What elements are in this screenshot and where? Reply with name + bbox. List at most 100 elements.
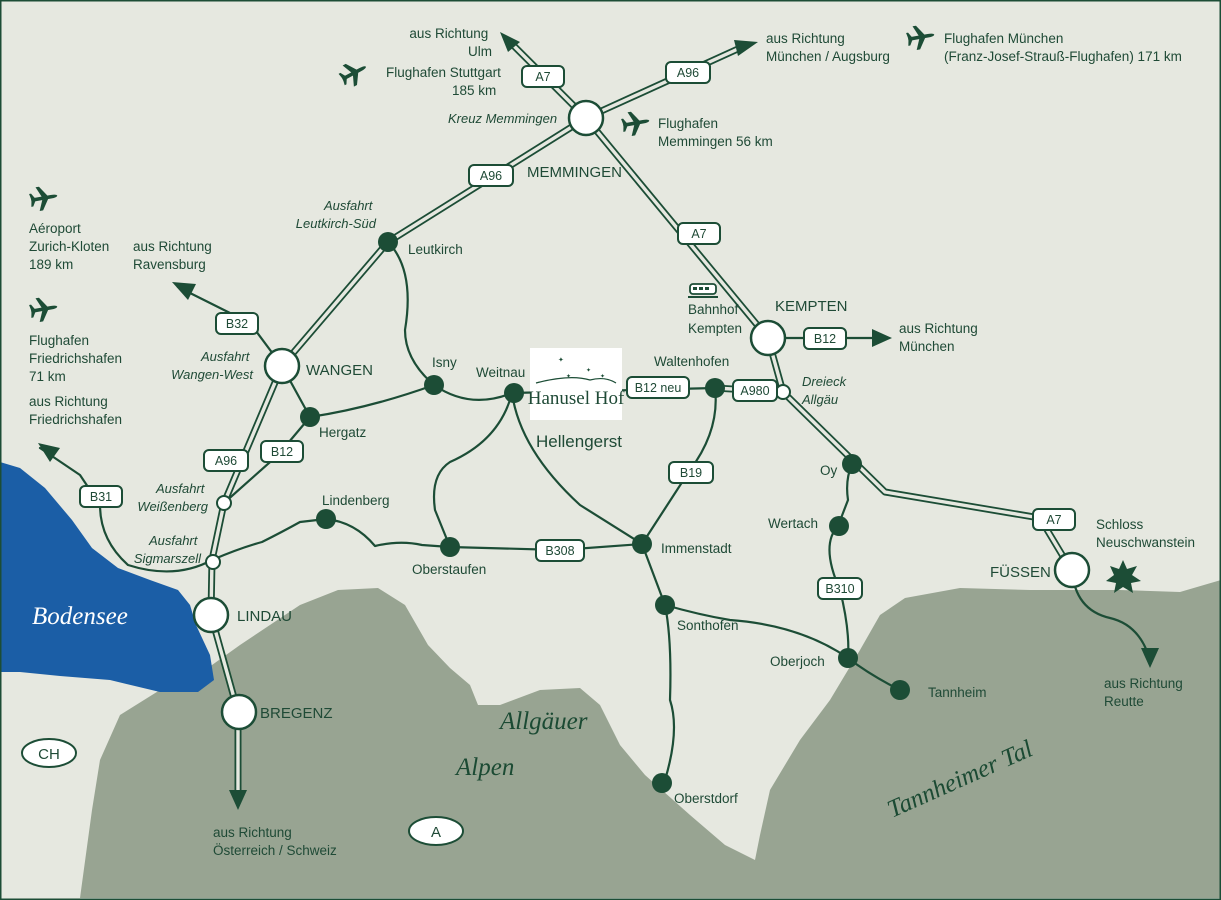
city-label-kempten: KEMPTEN [775,298,848,315]
road-b310 [828,462,854,660]
svg-text:A96: A96 [677,66,699,80]
interchange-markers [192,99,1091,731]
star-icon [1106,560,1141,593]
road-shield-b308: B308 [535,539,585,562]
town-label-sonthofen: Sonthofen [677,618,739,633]
airport-label-muenchen: Flughafen München (Franz-Josef-Strauß-Fl… [944,31,1182,64]
direction-label-ulm: aus Richtung Ulm [409,26,492,59]
town-label-tannheim: Tannheim [928,685,987,700]
alps-mountain-area [80,580,1221,898]
junction-label-leutkirch-sued: Ausfahrt Leutkirch-Süd [296,198,377,231]
hotel-name: Hanusel Hof [528,388,625,409]
road-shield-b12-hergatz: B12 [260,440,304,463]
road-leutkirch-isny [386,240,436,387]
town-label-waltenhofen: Waltenhofen [654,354,729,369]
road-shield-a96-east: A96 [665,61,711,84]
direction-label-reutte: aus Richtung Reutte [1104,676,1187,709]
road-shield-b19: B19 [668,461,714,484]
airport-label-memmingen: Flughafen Memmingen 56 km [658,116,773,149]
road-shield-b12-east: B12 [803,327,847,350]
road-sonthofen-oberjoch [663,603,850,660]
city-label-fuessen: FÜSSEN [990,563,1051,581]
country-label-a: A [408,816,464,846]
svg-text:B308: B308 [545,544,574,558]
town-label-isny: Isny [432,355,457,370]
road-shield-b12-neu: B12 neu [626,376,690,399]
town-label-oberjoch: Oberjoch [770,654,825,669]
road-hergatz [222,364,312,505]
road-weitnau-oberstaufen [432,391,514,549]
svg-text:A7: A7 [691,227,706,241]
direction-label-muenchen-augsburg: aus Richtung München / Augsburg [766,31,890,64]
region-label-allgaeuer: Allgäuer [498,708,588,735]
svg-text:A7: A7 [535,70,550,84]
svg-text:✦: ✦ [586,367,591,374]
junction-label-dreieck-allgaeu: Dreieck Allgäu [801,374,850,407]
town-label-hellengerst: Hellengerst [536,432,622,451]
svg-text:CH: CH [38,746,60,763]
road-shield-b31: B31 [79,485,123,508]
region-label-bodensee: Bodensee [32,603,128,630]
svg-text:B31: B31 [90,490,112,504]
direction-arrow-icon [38,32,1159,810]
town-label-hergatz: Hergatz [319,425,367,440]
road-b31 [38,446,214,573]
svg-text:✦: ✦ [566,373,571,380]
svg-text:B310: B310 [825,582,854,596]
sight-label-neuschwanstein: Schloss Neuschwanstein [1096,517,1195,550]
svg-text:B12: B12 [271,445,293,459]
junction-label-kreuz-memmingen: Kreuz Memmingen [448,111,557,126]
town-label-immenstadt: Immenstadt [661,541,732,556]
town-label-lindenberg: Lindenberg [322,493,390,508]
svg-text:✦: ✦ [600,373,605,380]
svg-text:✦: ✦ [558,356,564,364]
svg-text:A96: A96 [480,169,502,183]
town-label-oberstdorf: Oberstdorf [674,791,738,806]
junction-label-sigmarszell: Ausfahrt Sigmarszell [134,533,202,566]
road-shield-a980: A980 [732,379,778,402]
hotel-marker: ✦ ✦ ✦ ✦ Hanusel Hof [528,348,625,420]
train-station-label: Bahnhof Kempten [688,302,742,336]
town-label-wertach: Wertach [768,516,818,531]
city-label-lindau: LINDAU [237,608,292,625]
road-shield-a7-fuessen: A7 [1032,508,1076,531]
road-shield-b32: B32 [215,312,259,335]
town-label-leutkirch: Leutkirch [408,242,463,257]
svg-text:A: A [431,824,441,841]
svg-text:A96: A96 [215,454,237,468]
road-shield-a96-memmingen: A96 [468,164,514,187]
bodensee-lake [0,462,214,692]
junction-label-weissenberg: Ausfahrt Weißenberg [137,481,208,514]
town-label-oberstaufen: Oberstaufen [412,562,486,577]
city-label-wangen: WANGEN [306,362,373,379]
road-weitnau-immenstadt [510,391,644,546]
svg-text:A7: A7 [1046,513,1061,527]
airport-label-friedrichshafen: Flughafen Friedrichshafen 71 km [29,333,126,384]
svg-text:B12: B12 [814,332,836,346]
road-fuessen-reutte [1070,568,1152,662]
town-label-oy: Oy [820,463,838,478]
airport-label-stuttgart: Flughafen Stuttgart 185 km [386,65,505,98]
airport-label-zurich: Aéroport Zurich-Kloten 189 km [29,221,113,272]
city-label-memmingen: MEMMINGEN [527,164,622,181]
town-label-weitnau: Weitnau [476,365,525,380]
road-shield-b310: B310 [817,577,863,600]
svg-text:B19: B19 [680,466,702,480]
road-shield-a96-west: A96 [203,449,249,472]
junction-label-wangen-west: Ausfahrt Wangen-West [171,349,254,382]
direction-label-oesterreich: aus Richtung Österreich / Schweiz [213,825,337,858]
svg-text:B12 neu: B12 neu [635,381,682,395]
svg-text:A980: A980 [740,384,769,398]
road-shield-a7-south: A7 [677,222,721,245]
town-markers [300,232,910,793]
train-icon [688,283,718,298]
direction-label-ravensburg: aus Richtung Ravensburg [133,239,216,272]
direction-label-friedrichshafen: aus Richtung Friedrichshafen [29,394,122,427]
country-label-ch: CH [21,738,77,768]
road-immenstadt-oberstdorf [640,542,676,782]
region-label-alpen: Alpen [454,754,514,781]
svg-text:B32: B32 [226,317,248,331]
city-label-bregenz: BREGENZ [260,705,333,722]
road-shield-a7-north: A7 [521,65,565,88]
